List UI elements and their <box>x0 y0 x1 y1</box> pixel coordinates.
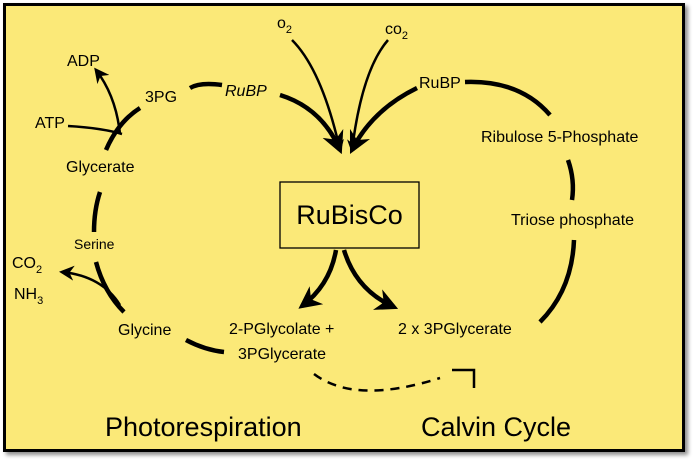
o2-label: o2 <box>277 15 292 36</box>
2x3pglycerate-label: 2 x 3PGlycerate <box>398 321 512 338</box>
co2-arrow <box>347 39 389 153</box>
glycerate-label: Glycerate <box>66 159 135 176</box>
co2-top-subscript: 2 <box>402 30 408 42</box>
atp-label: ATP <box>35 115 65 132</box>
serine-label: Serine <box>74 236 115 252</box>
glycolate-arrow <box>298 249 339 309</box>
cycle-arc-glycerate-to-serine <box>91 191 103 233</box>
co2-left-text: CO <box>12 255 36 272</box>
co2-top-label: co2 <box>385 21 408 42</box>
triose-label: Triose phosphate <box>511 212 634 229</box>
o2-subscript: 2 <box>286 24 292 36</box>
calvin-cycle-title: Calvin Cycle <box>421 412 571 442</box>
glycine-label: Glycine <box>118 322 171 339</box>
nh3-label: NH3 <box>14 286 43 307</box>
nh3-text: NH <box>14 286 37 303</box>
cycle-arc-ribulose-to-triose <box>565 159 576 201</box>
cycle-arc-rubp-to-3pg <box>188 81 223 90</box>
co2-nh3-arrow <box>59 265 122 306</box>
cycle-arc-3pg-to-glycerate <box>103 106 142 151</box>
3pg-label: 3PG <box>145 89 177 106</box>
rubp-right-label: RuBP <box>419 75 461 92</box>
o2-arrow <box>291 39 344 153</box>
adp-label: ADP <box>67 53 100 70</box>
ribulose-label: Ribulose 5-Phosphate <box>481 129 639 146</box>
cycle-arc-rubp-right-to-ribulose <box>464 79 552 117</box>
photorespiration-title: Photorespiration <box>105 412 302 442</box>
co2-left-label: CO2 <box>12 255 42 276</box>
dashed-return-arrow <box>313 373 441 392</box>
rubisco-box <box>279 181 420 249</box>
co2-left-subscript: 2 <box>36 264 42 276</box>
rubisco-label: RuBisCo <box>296 200 403 230</box>
nh3-subscript: 3 <box>37 295 43 307</box>
dashed-arrowhead <box>452 368 476 388</box>
co2-top-text: co <box>385 21 402 38</box>
o2-text: o <box>277 15 286 32</box>
pglycolate-label: 2-PGlycolate + <box>229 321 334 338</box>
cycle-arc-triose-to-3pglycerate <box>538 239 577 324</box>
pglycerate-arrow <box>341 249 399 310</box>
cycle-arc-glycine-to-glycolate <box>184 338 225 355</box>
rubp-left-label: RuBP <box>225 83 267 100</box>
adp-arrow <box>94 67 122 135</box>
rubp-left-arrow <box>279 92 344 155</box>
3pglycerate-label: 3PGlycerate <box>238 346 326 363</box>
atp-branch-line <box>67 124 123 136</box>
